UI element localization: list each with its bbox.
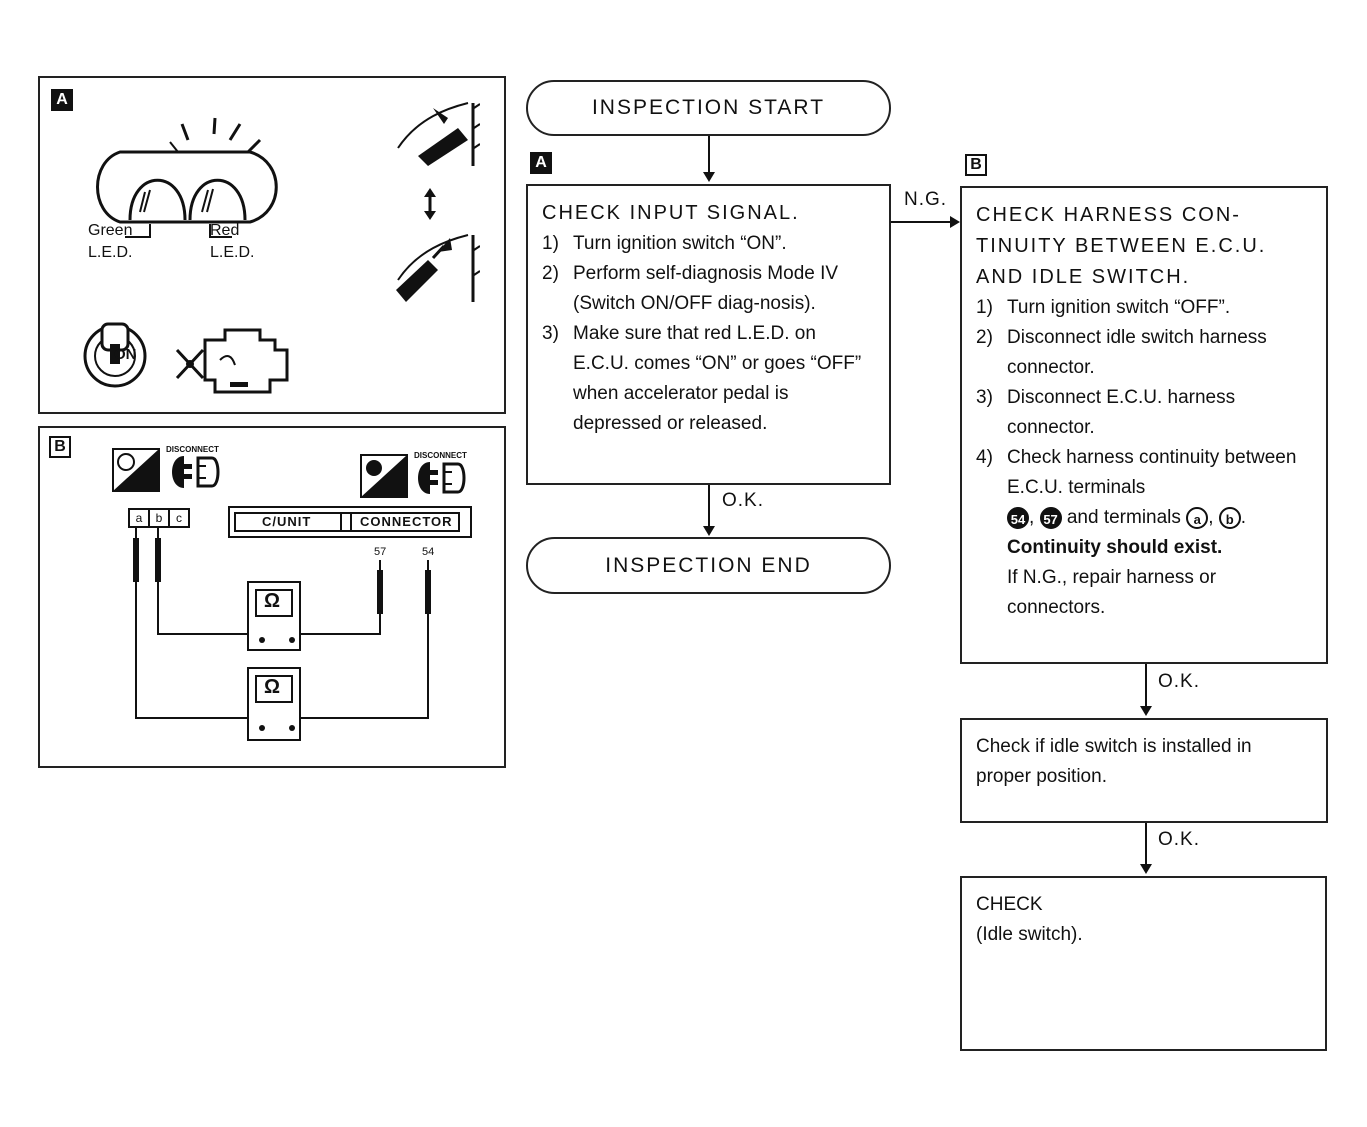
pin-57-label: 57 bbox=[374, 546, 387, 558]
box1-step-3: 3)Make sure that red L.E.D. on E.C.U. co… bbox=[542, 323, 862, 434]
flow-tag-a: A bbox=[530, 152, 552, 174]
up-down-arrow-icon bbox=[424, 188, 436, 220]
cunit-label: C/UNIT bbox=[262, 514, 312, 529]
box1-step-1: 1)Turn ignition switch “ON”. bbox=[542, 233, 787, 254]
ok-label-1: O.K. bbox=[722, 490, 765, 512]
box2-terminals-line: 54, 57 and terminals a, b. bbox=[976, 503, 1312, 533]
ohmmeter-1-symbol: Ω bbox=[264, 590, 281, 612]
terminal-b-icon: b bbox=[1218, 506, 1241, 529]
ohmmeter-2-symbol: Ω bbox=[264, 676, 281, 698]
box2-step-1: 1)Turn ignition switch “OFF”. bbox=[976, 297, 1231, 318]
panel-b-tag: B bbox=[49, 436, 71, 458]
terminal-a: a bbox=[130, 510, 150, 526]
inspection-start: INSPECTION START bbox=[526, 80, 891, 136]
pin-54-label: 54 bbox=[422, 546, 435, 558]
ignition-on-label: ON bbox=[114, 346, 137, 363]
box1-title: CHECK INPUT SIGNAL. bbox=[542, 202, 800, 224]
box1-step-2: 2)Perform self-diagnosis Mode IV (Switch… bbox=[542, 263, 839, 314]
terminal-b: b bbox=[150, 510, 170, 526]
box2-repair-line: If N.G., repair harness or connectors. bbox=[1007, 567, 1217, 618]
ignition-off-icon-right bbox=[360, 454, 408, 498]
panel-b: B DISCONNECT DISCONNECT a b c C/UNIT CO bbox=[38, 426, 506, 768]
box2-title: CHECK HARNESS CON-TINUITY BETWEEN E.C.U.… bbox=[976, 204, 1267, 288]
box2-step-3: 3)Disconnect E.C.U. harness connector. bbox=[976, 387, 1236, 438]
box2-step-2: 2)Disconnect idle switch harness connect… bbox=[976, 327, 1267, 378]
accelerator-pedal-released-icon bbox=[397, 102, 480, 166]
green-led-label: Green L.E.D. bbox=[88, 222, 133, 261]
red-led-label: Red L.E.D. bbox=[210, 222, 255, 261]
check-harness-box: CHECK HARNESS CON-TINUITY BETWEEN E.C.U.… bbox=[960, 186, 1328, 664]
flow-tag-b: B bbox=[965, 154, 987, 176]
inspection-end: INSPECTION END bbox=[526, 537, 891, 594]
check-input-signal-box: CHECK INPUT SIGNAL. 1)Turn ignition swit… bbox=[526, 184, 891, 485]
check-idle-switch-box: CHECK (Idle switch). bbox=[960, 876, 1327, 1051]
terminal-a-icon: a bbox=[1186, 506, 1209, 529]
disconnect-connector-right-icon bbox=[418, 462, 466, 494]
accelerator-pedal-depressed-icon bbox=[396, 234, 480, 302]
connector-label: CONNECTOR bbox=[360, 514, 453, 529]
terminal-c: c bbox=[176, 511, 182, 525]
multimeter-wiring bbox=[133, 526, 431, 741]
terminal-54-icon: 54 bbox=[1007, 506, 1029, 529]
check-position-box: Check if idle switch is installed in pro… bbox=[960, 718, 1328, 823]
box2-step-4: 4)Check harness continuity between E.C.U… bbox=[976, 447, 1297, 498]
ecu-connector: C/UNIT CONNECTOR bbox=[228, 506, 472, 538]
box3-text: Check if idle switch is installed in pro… bbox=[976, 736, 1252, 787]
box4-title: CHECK bbox=[976, 894, 1043, 915]
led-indicator-illustration bbox=[96, 117, 278, 238]
ignition-key-icon bbox=[83, 322, 147, 388]
box4-sub: (Idle switch). bbox=[976, 924, 1083, 945]
ok-label-2: O.K. bbox=[1158, 671, 1201, 693]
ng-label: N.G. bbox=[904, 189, 948, 211]
engine-icon bbox=[175, 328, 289, 394]
disconnect-label-right: DISCONNECT bbox=[414, 451, 467, 460]
box2-continuity-line: Continuity should exist. bbox=[1007, 537, 1223, 558]
panel-a-tag: A bbox=[51, 89, 73, 111]
terminal-57-icon: 57 bbox=[1039, 506, 1062, 529]
disconnect-connector-left-icon bbox=[172, 456, 220, 488]
and-terminals-text: and terminals bbox=[1066, 507, 1181, 528]
panel-a: A Green L.E.D. Red L.E.D. bbox=[38, 76, 506, 414]
disconnect-label-left: DISCONNECT bbox=[166, 445, 219, 454]
ignition-off-icon bbox=[112, 448, 160, 492]
ok-label-3: O.K. bbox=[1158, 829, 1201, 851]
